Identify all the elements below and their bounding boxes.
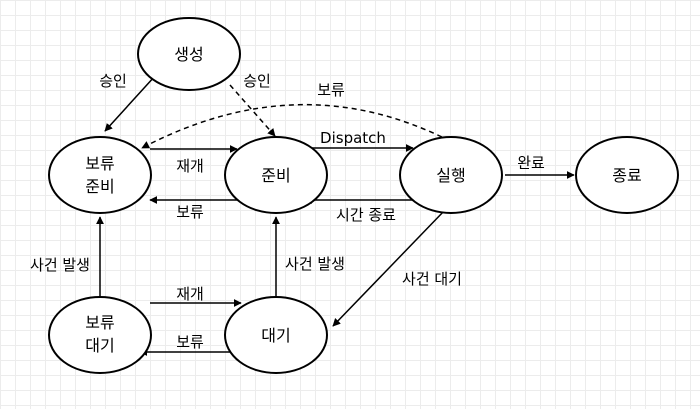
edge-label-resume-ready: 재개 [176, 157, 204, 175]
state-suspended-ready: 보류 준비 [48, 136, 152, 214]
edge-label-admit-suspended: 승인 [99, 72, 127, 90]
state-blocked: 대기 [224, 296, 328, 374]
edge-label-event-occurs-left: 사건 발생 [30, 256, 90, 274]
edge-suspend-dashed [141, 103, 451, 149]
edge-label-suspend-ready: 보류 [176, 203, 204, 221]
state-created: 생성 [137, 17, 241, 91]
state-label: 준비 [261, 166, 290, 185]
state-label: 실행 [436, 166, 465, 185]
state-label: 준비 [85, 177, 114, 196]
edge-label-event-wait: 사건 대기 [402, 270, 462, 288]
state-label: 종료 [612, 166, 641, 185]
state-suspended-blocked: 보류 대기 [48, 296, 152, 374]
edge-label-admit-ready: 승인 [243, 72, 271, 90]
state-running: 실행 [399, 136, 503, 214]
edge-label-exit: 완료 [517, 154, 545, 172]
edge-label-suspend-dashed: 보류 [317, 81, 345, 99]
edge-admit-ready [229, 84, 276, 137]
state-terminated: 종료 [575, 136, 679, 214]
edge-label-event-occurs-center: 사건 발생 [285, 255, 345, 273]
edge-event-wait [332, 209, 446, 327]
edge-label-dispatch: Dispatch [320, 129, 386, 147]
edge-label-suspend-blocked: 보류 [176, 333, 204, 351]
edge-label-timeout: 시간 종료 [336, 206, 396, 224]
state-label: 보류 [85, 313, 114, 332]
edge-label-resume-blocked: 재개 [176, 285, 204, 303]
state-label: 보류 [85, 154, 114, 173]
state-label: 생성 [174, 45, 203, 64]
state-ready: 준비 [224, 136, 328, 214]
state-label: 대기 [85, 336, 114, 355]
edge-admit-suspended [104, 75, 156, 132]
state-label: 대기 [261, 326, 290, 345]
